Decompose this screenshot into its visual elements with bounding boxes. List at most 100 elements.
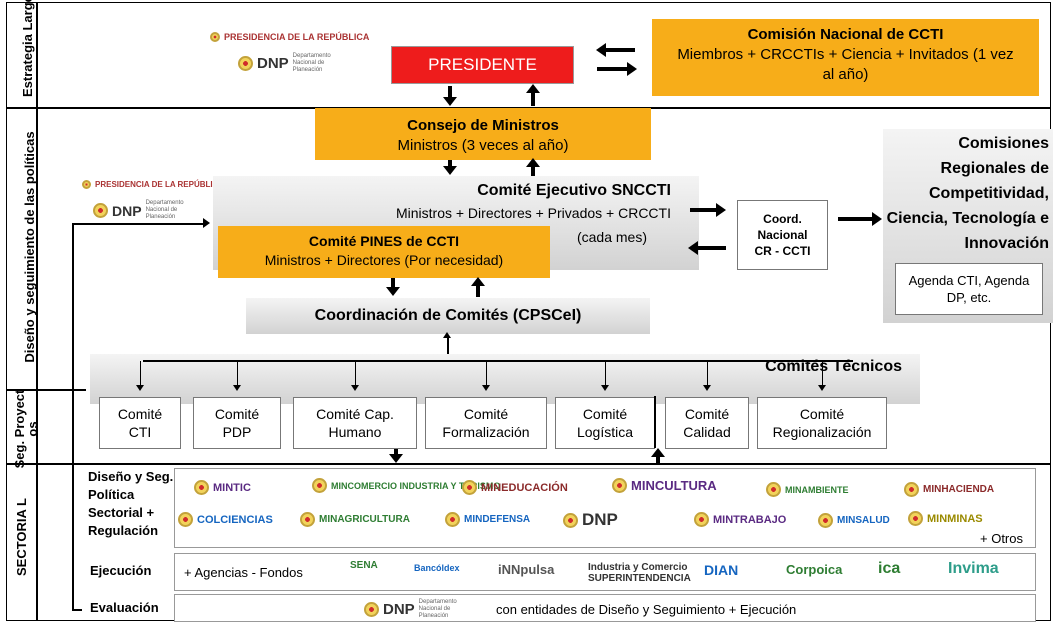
comite-drop-line	[354, 361, 356, 387]
execution-entity-logo: ica	[878, 560, 901, 577]
comite-line1: Comité	[799, 406, 845, 422]
agencias-label: + Agencias - Fondos	[184, 565, 303, 580]
entity-logo: MINMINAS	[908, 511, 983, 526]
entity-name: MINSALUD	[837, 515, 890, 526]
comite-pines-title: Comité PINES de CCTI	[308, 233, 460, 249]
arrow-head-up	[443, 332, 451, 338]
execution-entity-logo: iNNpulsa	[498, 562, 555, 577]
seal-icon	[445, 512, 460, 527]
seal-icon	[818, 513, 833, 528]
comite-drop-line	[706, 361, 708, 387]
entity-name: MINCULTURA	[631, 478, 717, 493]
comite-line2: Humano	[328, 424, 382, 440]
row-label-evaluacion: Evaluación	[90, 600, 159, 615]
entity-logo: MINCOMERCIO INDUSTRIA Y TURISMO	[312, 478, 500, 493]
comite-drop-arrow	[482, 385, 490, 391]
seal-icon	[694, 512, 709, 527]
entity-logo: MINEDUCACIÓN	[462, 480, 568, 495]
entity-logo: MINTRABAJO	[694, 512, 786, 527]
side-label-sectorial: SECTORIA L	[14, 498, 29, 577]
comite-line1: Comité	[582, 406, 628, 422]
comite-drop-arrow	[351, 385, 359, 391]
otros-label: + Otros	[980, 531, 1023, 546]
arrow-head-down	[443, 97, 457, 106]
comite-drop-arrow	[703, 385, 711, 391]
feedback-line-top	[72, 223, 204, 225]
entity-logo: DNP	[563, 510, 618, 530]
seal-icon	[312, 478, 327, 493]
arrow-head-up	[471, 277, 485, 286]
execution-entity-logo: Invima	[948, 560, 999, 577]
entity-name: DNP	[582, 510, 618, 529]
arrow-head-up	[526, 158, 540, 167]
arrow-head-down	[386, 287, 400, 296]
comite-drop-arrow	[601, 385, 609, 391]
comite-ejecutivo-body: Ministros + Directores + Privados + CRCC…	[395, 205, 671, 221]
comite-line1: Comité	[214, 406, 260, 422]
entity-logo: MINCULTURA	[612, 478, 717, 493]
comite-line2: CTI	[128, 424, 152, 440]
feedback-line-bottom	[72, 609, 82, 611]
entity-name: MINMINAS	[927, 512, 983, 525]
row-label-diseno: Diseño y Seg. Política Sectorial + Regul…	[88, 469, 174, 538]
comite-line2: Formalización	[442, 424, 530, 440]
comite-line2: PDP	[222, 424, 252, 440]
coordinacion-comites-box: Coordinación de Comités (CPSCeI)	[246, 298, 650, 334]
entity-name: MINTRABAJO	[713, 513, 787, 526]
entity-name: MINDEFENSA	[464, 514, 531, 525]
entity-logo: MINHACIENDA	[904, 482, 994, 497]
arrow-head-left	[688, 241, 698, 255]
entity-logo: MINAMBIENTE	[766, 482, 849, 497]
comite-drop-line	[139, 361, 141, 387]
comision-nacional-box: Comisión Nacional de CCTI Miembros + CRC…	[652, 19, 1039, 96]
seal-icon	[178, 512, 193, 527]
consejo-body: Ministros (3 veces al año)	[397, 137, 569, 154]
side-label-diseno: Diseño y seguimiento de las políticas	[22, 131, 37, 363]
side-label-seg: Seg. Proyect os	[12, 389, 40, 469]
arrow-coord-ejecutivo	[698, 246, 726, 250]
arrow-head-down	[389, 454, 403, 463]
arrow-head-left	[596, 43, 606, 57]
presidencia-logo-left: PRESIDENCIA DE LA REPÚBLICA	[82, 180, 224, 189]
arrow-ejecutivo-consejo	[531, 166, 535, 176]
feedback-line	[72, 223, 74, 610]
comision-nacional-title: Comisión Nacional de CCTI	[747, 26, 944, 43]
execution-entity-logo: Industria y Comercio SUPERINTENDENCIA	[588, 562, 691, 584]
comite-line2: Regionalización	[772, 424, 872, 440]
entity-logo: MINAGRICULTURA	[300, 512, 410, 527]
execution-entity-logo: Corpoica	[786, 562, 843, 577]
comisiones-regionales-title: Comisiones Regionales de Competitividad,…	[886, 135, 1049, 252]
comites-tecnicos-title: Comités Técnicos	[765, 358, 902, 375]
seal-icon	[908, 511, 923, 526]
comite-ejecutivo-title: Comité Ejecutivo SNCCTI	[477, 182, 671, 199]
arrow-head-right	[203, 218, 210, 228]
comite-pines-box: Comité PINES de CCTI Ministros + Directo…	[218, 226, 550, 278]
comite-line1: Comité Cap.	[316, 406, 394, 422]
agenda-box: Agenda CTI, Agenda DP, etc.	[895, 263, 1043, 315]
diseno-row-box	[174, 468, 1036, 548]
comite-drop-arrow	[818, 385, 826, 391]
comite-box: Comité Cap. Humano	[293, 397, 417, 449]
coord-nacional-box: Coord. Nacional CR - CCTI	[737, 200, 828, 270]
arrow-to-presidente	[605, 48, 635, 52]
seal-icon	[194, 480, 209, 495]
entity-logo: MINTIC	[194, 480, 251, 495]
arrow-presidente-consejo	[448, 86, 452, 98]
side-column-border	[36, 2, 38, 621]
evaluacion-text: con entidades de Diseño y Seguimiento + …	[496, 602, 797, 617]
arrow-consejo-ejecutivo	[448, 160, 452, 168]
comision-nacional-body: Miembros + CRCCTIs + Ciencia + Invitados…	[677, 46, 1014, 83]
separator-estrategia	[6, 107, 1051, 109]
ejecucion-row-box	[174, 553, 1036, 591]
comite-drop-line	[485, 361, 487, 387]
execution-entity-logo: SENA	[350, 560, 378, 571]
comite-drop-arrow	[136, 385, 144, 391]
comite-line1: Comité	[684, 406, 730, 422]
arrow-head-up	[526, 84, 540, 93]
arrow-head-up	[651, 448, 665, 457]
row-label-ejecucion: Ejecución	[90, 563, 152, 578]
consejo-title: Consejo de Ministros	[407, 117, 559, 134]
entity-logo: COLCIENCIAS	[178, 512, 273, 527]
